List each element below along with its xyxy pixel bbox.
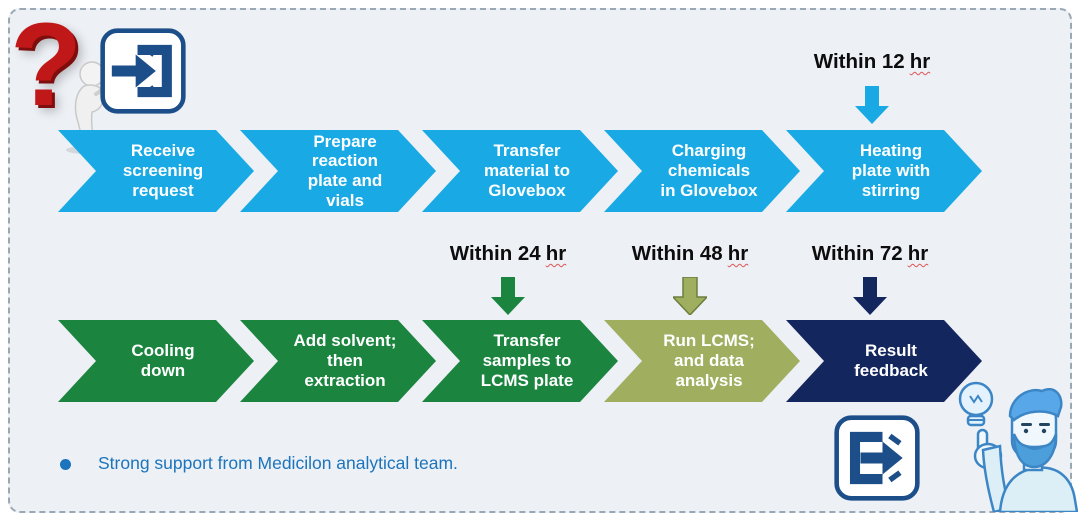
timer-text: Within 48 [631,242,723,265]
lightbulb-icon [958,381,994,427]
timer-down-arrow [853,277,887,315]
timer-unit: hr [909,50,931,73]
process-step: Cooling down [58,320,254,402]
timer-down-arrow [491,277,525,315]
exit-door-arrow-icon [834,415,920,501]
footnote-text: Strong support from Medicilon analytical… [98,453,458,473]
footnote-bullet [60,459,71,470]
timer-text: Within 12 [813,50,905,73]
timer-text: Within 24 [449,242,541,265]
timer-unit: hr [907,242,929,265]
timer-down-arrow [855,86,889,124]
timer-text: Within 72 [811,242,903,265]
timer-unit: hr [545,242,567,265]
timer-unit: hr [727,242,749,265]
enter-door-arrow-icon [100,28,186,114]
idea-man-illustration [958,381,1078,512]
timer-down-arrow [673,277,707,315]
question-mark-icon: ? [10,0,83,131]
